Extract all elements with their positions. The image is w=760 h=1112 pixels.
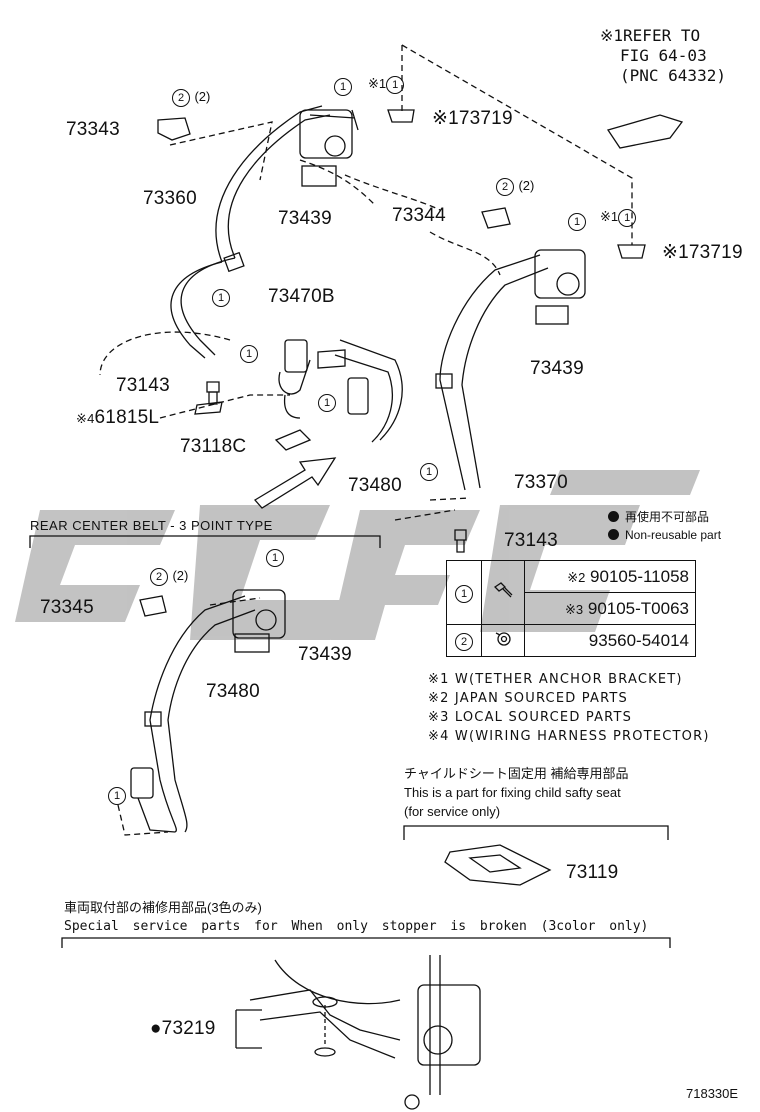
stopper-note: 車両取付部の補修用部品(3色のみ) Special service parts … <box>64 900 649 934</box>
label-73439-b: 73439 <box>530 358 584 379</box>
label-73439-c: 73439 <box>298 644 352 665</box>
label-73345: 73345 <box>40 597 94 618</box>
table-key-cell: 2 <box>446 624 482 657</box>
bullet-icon <box>608 511 619 522</box>
belt-73480-lower-drawing <box>130 589 286 833</box>
key-1-lower-retractor: 1 <box>266 548 284 567</box>
note-item: ※3 LOCAL SOURCED PARTS <box>428 710 633 725</box>
direction-arrow <box>253 457 337 509</box>
label-73719-b: ※173719 <box>662 242 743 263</box>
nut-icon <box>481 624 525 657</box>
table-part-cell: ※2 90105-11058 <box>524 560 696 593</box>
bullet-icon <box>608 529 619 540</box>
label-73370: 73370 <box>514 472 568 493</box>
table-row: ※3 90105-T0063 <box>447 592 696 625</box>
label-73143-a: 73143 <box>116 375 170 396</box>
fastener-table: 1 ※2 90105-11058 ※3 90105-T0063 2 93560-… <box>446 560 696 657</box>
child-seat-note: チャイルドシート固定用 補給専用部品 This is a part for fi… <box>404 766 629 819</box>
key-2-73343: 2 (2) <box>172 88 210 107</box>
bolt-icon <box>481 560 525 625</box>
stopper-73219-drawing <box>249 955 481 1110</box>
note-item: ※4 W(WIRING HARNESS PROTECTOR) <box>428 729 710 744</box>
key-1-73480: 1 <box>318 393 336 412</box>
bolt-73143-left <box>206 381 220 405</box>
figure-code: 718330E <box>686 1086 739 1101</box>
key-2-73344: 2 (2) <box>496 177 534 196</box>
label-73143-b: 73143 <box>504 530 558 551</box>
table-row: 2 93560-54014 <box>446 624 696 657</box>
belt-73370-drawing <box>435 249 586 491</box>
table-key-cell: 1 <box>446 560 482 625</box>
table-part-cell: ※3 90105-T0063 <box>524 592 696 625</box>
key-1-73143-left: 1 <box>212 288 230 307</box>
label-73439-a: 73439 <box>278 208 332 229</box>
key-1-73370: 1 <box>568 212 586 231</box>
label-73719-a: ※173719 <box>432 108 513 129</box>
bracket-73343-shape <box>157 117 191 141</box>
label-73480-b: 73480 <box>206 681 260 702</box>
belt-73480-upper-drawing <box>334 339 403 443</box>
legend-non-reusable-jp: 再使用不可部品 <box>608 508 709 525</box>
key-1-73470b: 1 <box>240 344 258 363</box>
stopper-section-bracket <box>61 937 671 948</box>
notes-list: ※1 W(TETHER ANCHOR BRACKET) ※2 JAPAN SOU… <box>428 670 710 746</box>
label-73470b: 73470B <box>268 286 335 307</box>
plate-73119-shape <box>444 844 552 886</box>
rear-center-section-bracket <box>29 535 381 548</box>
note-item: ※1 W(TETHER ANCHOR BRACKET) <box>428 672 683 687</box>
label-73480-a: 73480 <box>348 475 402 496</box>
label-61815l: ※461815L <box>76 407 160 428</box>
label-73119: 73119 <box>566 862 619 883</box>
refer-to-note: ※1REFER TO FIG 64-03 (PNC 64332) <box>600 26 726 85</box>
legend-non-reusable-en: Non-reusable part <box>608 528 721 542</box>
key-1-lower-buckle: 1 <box>108 786 126 805</box>
label-73118c: 73118C <box>180 436 247 457</box>
child-seat-section-bracket <box>403 825 669 840</box>
rear-center-heading: REAR CENTER BELT - 3 POINT TYPE <box>30 518 273 533</box>
table-part-cell: 93560-54014 <box>524 624 696 657</box>
table-row: 1 ※2 90105-11058 <box>446 560 696 625</box>
key-1-73360: 1 <box>334 77 352 96</box>
label-73360: 73360 <box>143 188 197 209</box>
key-1-73143-right: 1 <box>420 462 438 481</box>
belt-73360-drawing <box>170 105 359 359</box>
label-73343: 73343 <box>66 119 120 140</box>
note-item: ※2 JAPAN SOURCED PARTS <box>428 691 628 706</box>
buckle-73470b-drawing <box>278 339 346 419</box>
label-73219: ●73219 <box>150 1018 216 1039</box>
label-73344: 73344 <box>392 205 446 226</box>
key-2-73345: 2 (2) <box>150 567 188 586</box>
